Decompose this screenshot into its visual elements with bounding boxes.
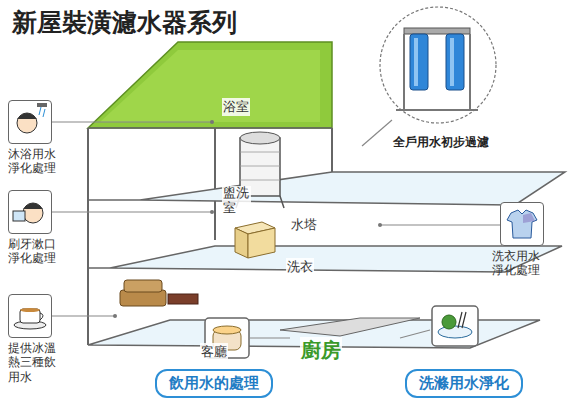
area-label: 全戶用水初步過濾 xyxy=(392,134,490,151)
box-text: 飲用水的處理 xyxy=(169,374,259,392)
callout-text: 刷牙漱口淨化處理 xyxy=(8,237,57,266)
callout-node: 提供冰溫熱三種飲用水 xyxy=(8,294,57,384)
icon-box xyxy=(8,100,52,144)
icon-drawing xyxy=(9,191,51,233)
callout-text: 沐浴用水淨化處理 xyxy=(8,147,57,176)
area-label: 洗衣 xyxy=(286,258,314,276)
area-label: 廚房 xyxy=(300,337,342,364)
box-text: 洗滌用水淨化 xyxy=(419,374,509,392)
icon-box xyxy=(500,202,544,246)
diagram-title: 新屋裝潢濾水器系列 xyxy=(12,6,237,39)
area-label: 水塔 xyxy=(290,216,318,234)
icon-drawing xyxy=(9,101,51,143)
rounded-box: 飲用水的處理 xyxy=(155,369,273,398)
icon-box xyxy=(8,294,52,338)
icon-drawing xyxy=(9,295,51,337)
area-label: 盥洗室 xyxy=(222,186,251,216)
callout-node: 洗衣用水淨化處理 xyxy=(500,202,544,278)
callout-node: 刷牙漱口淨化處理 xyxy=(8,190,57,266)
callout-node: 沐浴用水淨化處理 xyxy=(8,100,57,176)
rounded-box: 洗滌用水淨化 xyxy=(405,369,523,398)
area-label: 客廳 xyxy=(200,343,228,361)
callout-text: 提供冰溫熱三種飲用水 xyxy=(8,341,57,384)
icon-box xyxy=(8,190,52,234)
callout-text: 洗衣用水淨化處理 xyxy=(492,249,541,278)
icon-drawing xyxy=(501,203,543,245)
area-label: 浴室 xyxy=(222,98,250,116)
